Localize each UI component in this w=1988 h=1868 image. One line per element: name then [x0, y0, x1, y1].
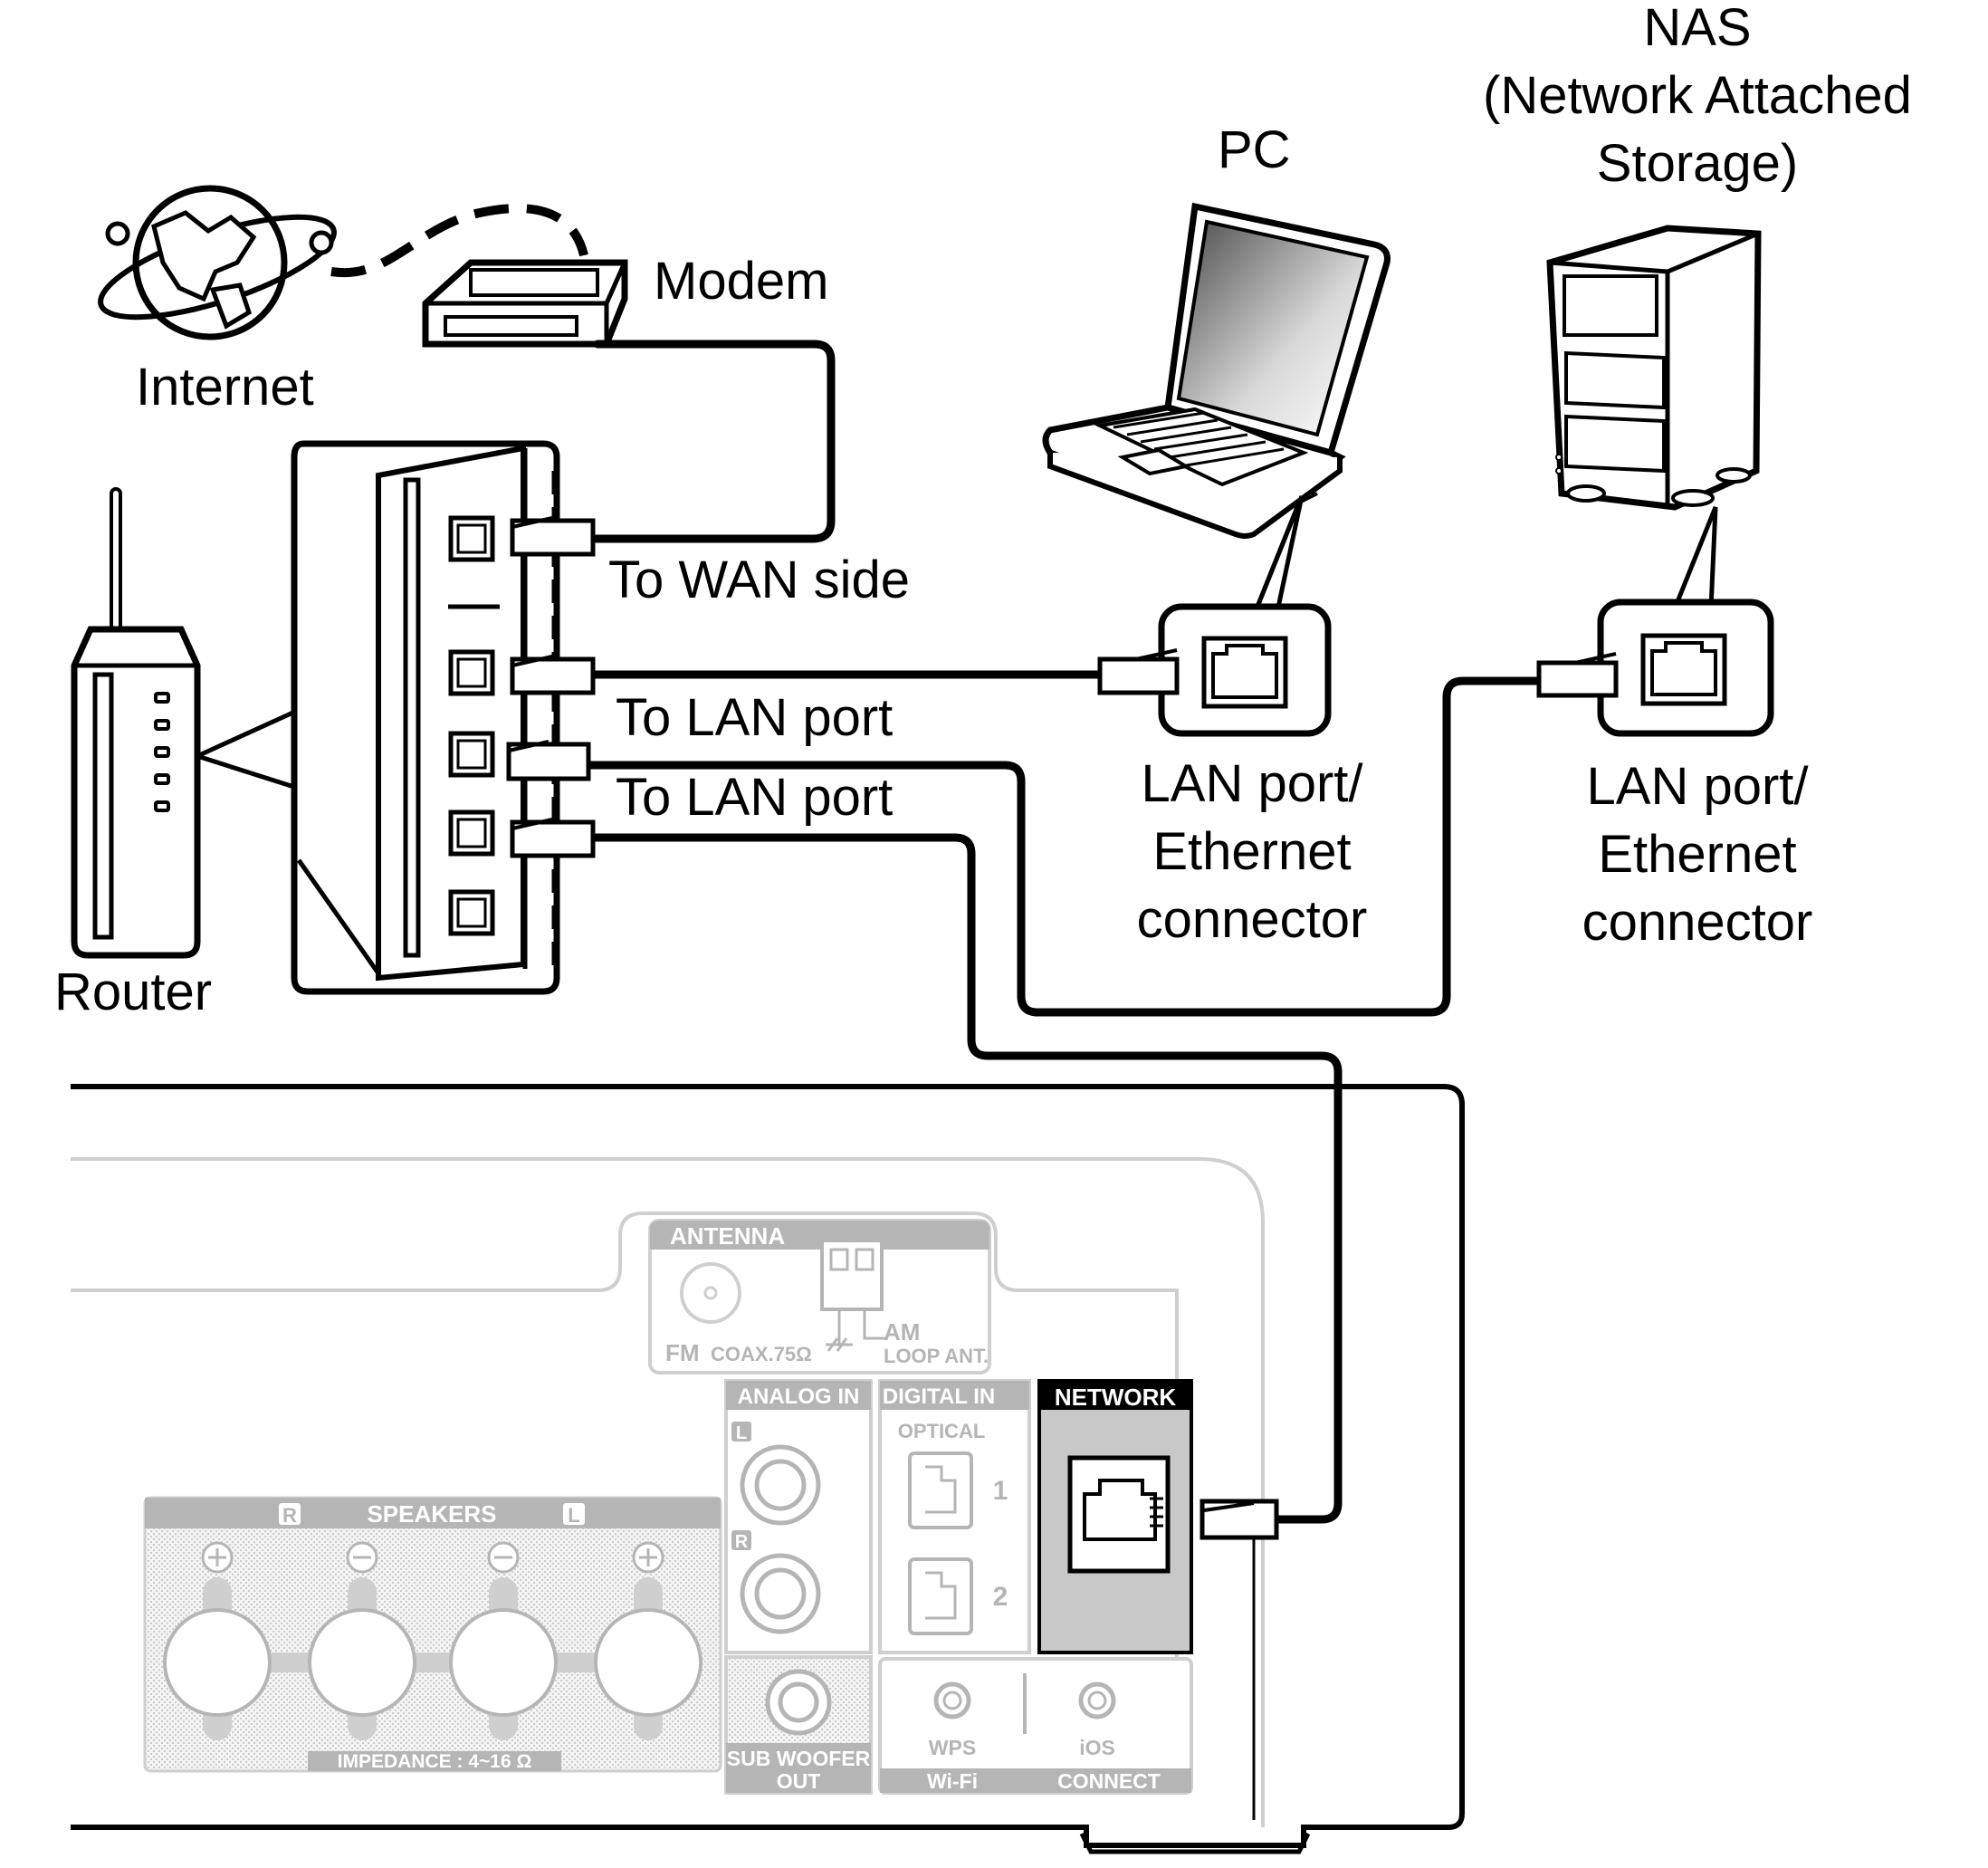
wps-label: WPS [929, 1736, 976, 1759]
sub-woofer-label-line1: SUB WOOFER [727, 1747, 871, 1770]
router-label: Router [54, 963, 212, 1021]
router-ports-zoom [291, 440, 560, 995]
impedance-label: IMPEDANCE : 4~16 Ω [338, 1751, 532, 1772]
nas-conn-line1: LAN port/ [1587, 757, 1810, 816]
cable-modem-to-wan [584, 340, 836, 543]
analog-l-label: L [736, 1423, 747, 1443]
wifi-label: Wi-Fi [927, 1769, 978, 1793]
optical-in-2-jack [908, 1557, 973, 1635]
digital-in-title: DIGITAL IN [883, 1384, 995, 1409]
optical-1-label: 1 [993, 1476, 1008, 1506]
analog-r-label: R [735, 1532, 749, 1552]
pc-conn-line3: connector [1137, 890, 1368, 949]
modem-label: Modem [654, 252, 828, 311]
connect-label: CONNECT [1057, 1769, 1161, 1793]
rj45-plug-receiver [1199, 1499, 1279, 1540]
lan-port-1 [448, 649, 495, 696]
lan-port-2 [448, 731, 495, 778]
optical-label: OPTICAL [898, 1420, 986, 1442]
rj45-plug-nas [1536, 660, 1619, 698]
to-lan-label-2: To LAN port [616, 768, 893, 827]
router-icon [71, 487, 299, 959]
antenna-title: ANTENNA [670, 1222, 785, 1250]
nas-storage-icon [1546, 225, 1762, 511]
rj45-plug-lan-3 [510, 818, 596, 858]
modem-icon [422, 259, 628, 348]
speaker-l-label: L [568, 1504, 579, 1527]
internet-globe-icon [98, 185, 337, 340]
cable-router-to-nas [584, 676, 1544, 1017]
receiver-rear-panel: ANTENNA FM COAX.75Ω AM LOOP ANT. R SPEAK… [71, 1084, 1465, 1854]
fm-label: FM [665, 1339, 700, 1366]
wireless-link-dashed [330, 204, 588, 278]
speaker-terminal-l-minus [449, 1541, 558, 1740]
internet-label: Internet [136, 358, 314, 417]
pc-label: PC [1218, 120, 1291, 179]
cable-router-to-receiver [584, 833, 1343, 1524]
nas-label-line3: Storage) [1597, 134, 1798, 193]
network-ethernet-jack[interactable] [1067, 1455, 1171, 1574]
pc-conn-line2: Ethernet [1152, 822, 1351, 881]
to-lan-label-1: To LAN port [616, 688, 893, 747]
rj45-plug-pc [1097, 656, 1180, 695]
rj45-plug-lan-1 [510, 655, 596, 695]
am-antenna-terminal [820, 1239, 887, 1352]
wan-port [448, 515, 495, 562]
rj45-plug-lan-2 [506, 740, 591, 781]
loop-ant-label: LOOP ANT. [884, 1345, 989, 1367]
lan-port-4 [448, 889, 495, 936]
network-title: NETWORK [1055, 1384, 1177, 1411]
rj45-plug-wan [510, 516, 596, 557]
optical-2-label: 2 [993, 1582, 1008, 1612]
ios-label: iOS [1079, 1736, 1115, 1759]
nas-label-line2: (Network Attached [1483, 66, 1912, 125]
nas-label-line1: NAS [1643, 0, 1751, 57]
speaker-terminal-r-plus [163, 1541, 272, 1740]
coax-label: COAX.75Ω [711, 1343, 812, 1365]
am-label: AM [884, 1318, 920, 1346]
to-wan-label: To WAN side [608, 551, 910, 609]
laptop-icon [1042, 202, 1391, 617]
pc-conn-line1: LAN port/ [1142, 754, 1364, 813]
analog-in-title: ANALOG IN [738, 1384, 860, 1409]
speakers-title: SPEAKERS [367, 1500, 496, 1528]
optical-in-1-jack [908, 1451, 973, 1529]
sub-woofer-label-line2: OUT [777, 1769, 821, 1793]
nas-ethernet-zoom [1536, 506, 1774, 737]
speaker-terminal-l-plus [594, 1541, 702, 1740]
pc-ethernet-zoom [1097, 495, 1332, 737]
nas-conn-line3: connector [1582, 893, 1813, 952]
nas-conn-line2: Ethernet [1598, 825, 1796, 884]
speaker-r-label: R [282, 1504, 297, 1527]
speaker-terminal-r-minus [308, 1541, 416, 1740]
lan-port-3 [448, 809, 495, 857]
